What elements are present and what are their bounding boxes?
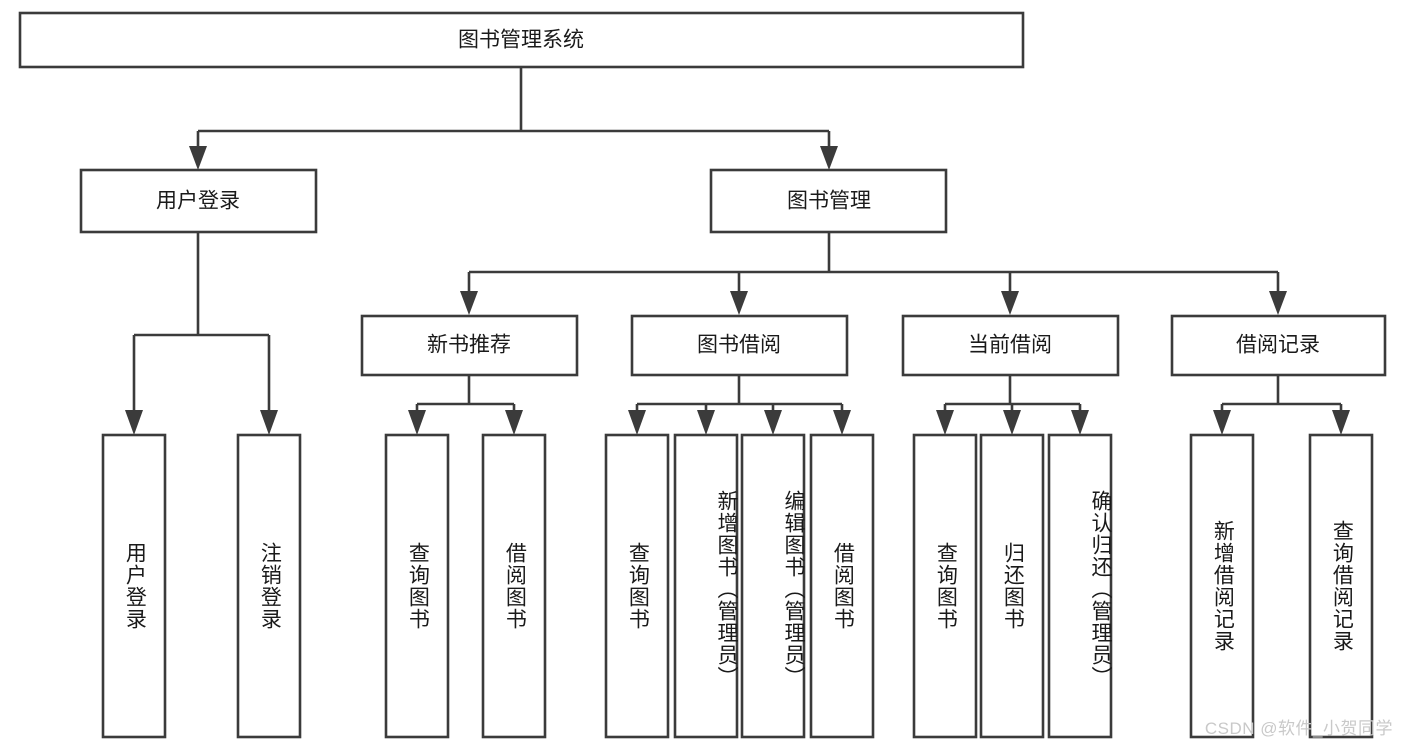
arrow-head-leaf-logout — [260, 410, 278, 435]
arrow-head-currentborrow-leaf-1 — [936, 410, 954, 435]
node-root[interactable]: 图书管理系统 — [18, 11, 1025, 69]
node-book-borrow[interactable]: 图书借阅 — [630, 314, 849, 377]
arrow-head-bookborrow-leaf-3 — [764, 410, 782, 435]
arrow-head-user-login — [189, 146, 207, 170]
leaf-box-record-add[interactable] — [1189, 433, 1255, 739]
node-user-login-label: 用户登录 — [156, 190, 240, 213]
watermark-text: CSDN @软件_小贺同学 — [1204, 719, 1393, 738]
node-borrow-record-label: 借阅记录 — [1236, 334, 1320, 357]
arrow-head-current-borrow — [1001, 291, 1019, 315]
node-root-label: 图书管理系统 — [458, 29, 584, 52]
arrow-head-newbook-leaf-2 — [505, 410, 523, 435]
arrow-head-book-borrow — [730, 291, 748, 315]
arrow-head-new-book — [460, 291, 478, 315]
connector-group — [125, 67, 1350, 435]
arrow-head-bookborrow-leaf-4 — [833, 410, 851, 435]
arrow-head-currentborrow-leaf-3 — [1071, 410, 1089, 435]
node-new-book-recommend-box[interactable] — [360, 314, 579, 377]
arrow-head-borrowrecord-leaf-2 — [1332, 410, 1350, 435]
node-root-box[interactable] — [18, 11, 1025, 69]
node-current-borrow[interactable]: 当前借阅 — [901, 314, 1120, 377]
leaf-box-borrow-query-book[interactable] — [604, 433, 670, 739]
leaf-box-user-login[interactable] — [101, 433, 167, 739]
node-book-manage-label: 图书管理 — [787, 190, 871, 213]
node-book-borrow-label: 图书借阅 — [697, 334, 781, 357]
node-user-login-box[interactable] — [79, 168, 318, 234]
node-new-book-recommend[interactable]: 新书推荐 — [360, 314, 579, 377]
arrow-head-bookborrow-leaf-2 — [697, 410, 715, 435]
arrow-head-currentborrow-leaf-2 — [1003, 410, 1021, 435]
arrow-head-borrow-record — [1269, 291, 1287, 315]
leaf-box-current-query-book[interactable] — [912, 433, 978, 739]
leaf-box-current-return-book[interactable] — [979, 433, 1045, 739]
node-current-borrow-box[interactable] — [901, 314, 1120, 377]
arrow-head-newbook-leaf-1 — [408, 410, 426, 435]
arrow-head-leaf-user-login — [125, 410, 143, 435]
leaf-box-newbook-borrow-book[interactable] — [481, 433, 547, 739]
leaf-box-newbook-query-book[interactable] — [384, 433, 450, 739]
leaf-box-logout[interactable] — [236, 433, 302, 739]
node-book-manage-box[interactable] — [709, 168, 948, 234]
leaf-box-record-query[interactable] — [1308, 433, 1374, 739]
node-current-borrow-label: 当前借阅 — [968, 334, 1052, 357]
leaf-box-group — [101, 433, 1374, 739]
leaf-box-current-confirm-return[interactable] — [1047, 433, 1113, 739]
node-book-borrow-box[interactable] — [630, 314, 849, 377]
leaf-box-borrow-add-book[interactable] — [673, 433, 739, 739]
arrow-head-borrowrecord-leaf-1 — [1213, 410, 1231, 435]
node-user-login[interactable]: 用户登录 — [79, 168, 318, 234]
node-borrow-record-box[interactable] — [1170, 314, 1387, 377]
node-borrow-record[interactable]: 借阅记录 — [1170, 314, 1387, 377]
arrow-head-bookborrow-leaf-1 — [628, 410, 646, 435]
leaf-box-borrow-borrow-book[interactable] — [809, 433, 875, 739]
arrow-head-book-manage — [820, 146, 838, 170]
node-new-book-recommend-label: 新书推荐 — [427, 334, 511, 357]
leaf-box-borrow-edit-book[interactable] — [740, 433, 806, 739]
node-book-manage[interactable]: 图书管理 — [709, 168, 948, 234]
